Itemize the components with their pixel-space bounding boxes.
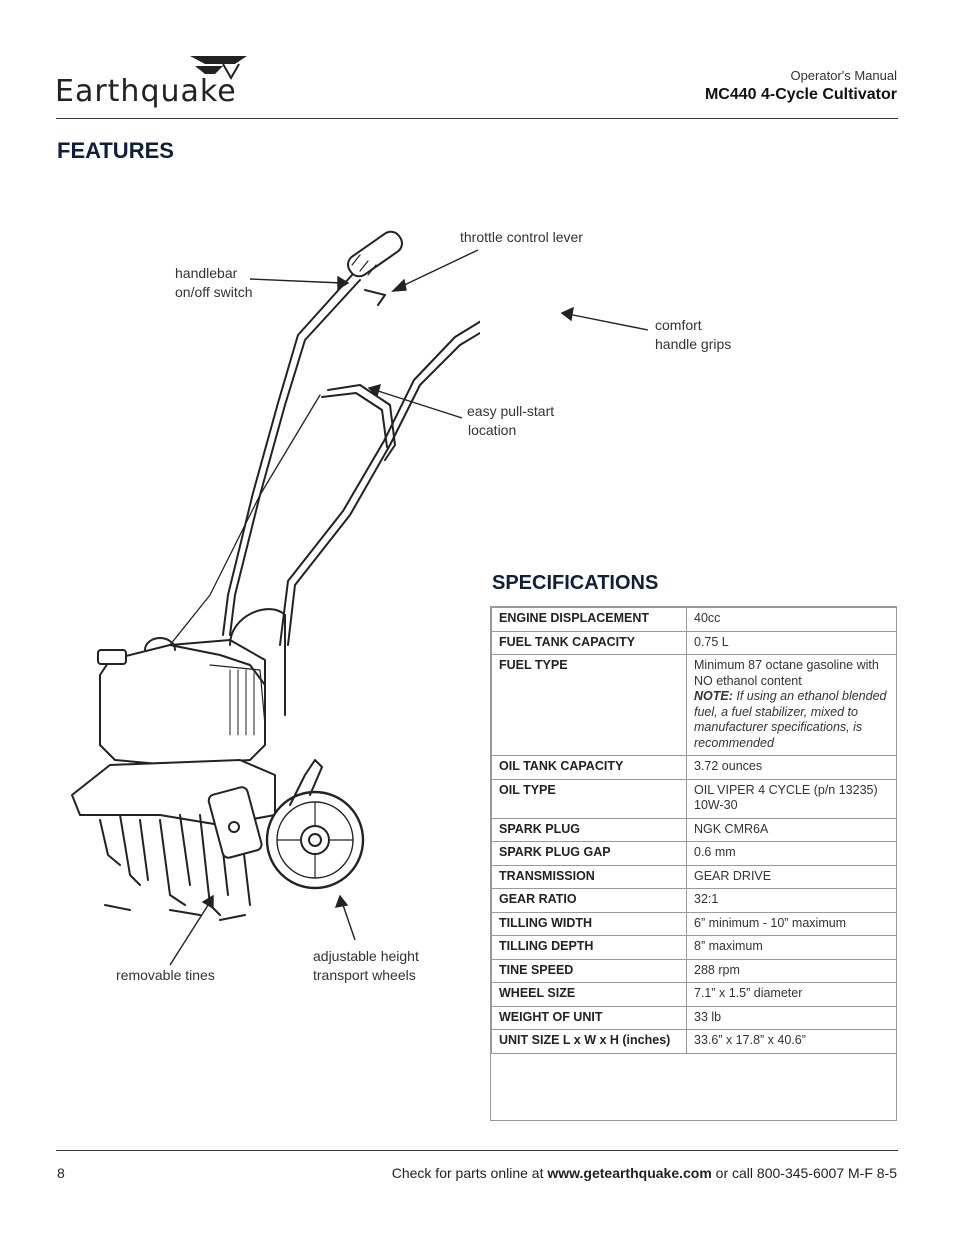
spec-value: Minimum 87 octane gasoline with NO ethan… <box>694 658 879 688</box>
callout-handlebar-line2: on/off switch <box>175 284 253 300</box>
spec-value-cell: 288 rpm <box>686 958 897 983</box>
spec-row: TILLING DEPTH 8” maximum <box>491 935 897 960</box>
features-heading: FEATURES <box>57 138 174 163</box>
callout-pullstart-line2: location <box>468 422 517 438</box>
spec-value-cell: 0.75 L <box>686 630 897 655</box>
spec-value: 32:1 <box>694 892 719 906</box>
spec-note-text: If using an ethanol blended fuel, a fuel… <box>694 689 887 750</box>
spec-value: NGK CMR6A <box>694 821 769 836</box>
spec-row: ENGINE DISPLACEMENT 40cc <box>491 607 897 632</box>
spec-label: FUEL TYPE <box>491 654 687 756</box>
spec-note: NOTE: If using an ethanol blended fuel, … <box>694 689 889 751</box>
spec-value-cell: NGK CMR6A <box>686 817 897 842</box>
spec-value-cell: 8” maximum <box>686 935 897 960</box>
callout-pullstart: easy pull-start location <box>467 402 554 440</box>
spec-row: TILLING WIDTH 6” minimum - 10” maximum <box>491 911 897 936</box>
spec-label: UNIT SIZE L x W x H (inches) <box>491 1029 687 1054</box>
spec-value-cell: OIL VIPER 4 CYCLE (p/n 13235)10W-30 <box>686 778 897 819</box>
spec-row: TRANSMISSION GEAR DRIVE <box>491 864 897 889</box>
page-number: 8 <box>57 1165 65 1181</box>
spec-value-cell: 32:1 <box>686 888 897 913</box>
spec-row: OIL TANK CAPACITY 3.72 ounces <box>491 755 897 780</box>
spec-label: WHEEL SIZE <box>491 982 687 1007</box>
spec-value-cell: 6” minimum - 10” maximum <box>686 911 897 936</box>
spec-value: GEAR DRIVE <box>694 868 772 883</box>
callout-handlebar-line1: handlebar <box>175 265 238 281</box>
footer-parts-info: Check for parts online at www.getearthqu… <box>392 1165 897 1181</box>
spec-row: GEAR RATIO 32:1 <box>491 888 897 913</box>
footer-parts-suffix: or call 800-345-6007 M-F 8-5 <box>711 1165 897 1181</box>
spec-label: TRANSMISSION <box>491 864 687 889</box>
spec-row: WHEEL SIZE 7.1” x 1.5” diameter <box>491 982 897 1007</box>
spec-value: 33 lb <box>694 1009 722 1024</box>
header-titles: Operator's Manual MC440 4-Cycle Cultivat… <box>705 68 897 104</box>
spec-value-cell: 33.6” x 17.8” x 40.6” <box>686 1029 897 1054</box>
footer-website-link[interactable]: www.getearthquake.com <box>547 1165 712 1181</box>
spec-label: TINE SPEED <box>491 958 687 983</box>
callout-wheels-line1: adjustable height <box>313 948 419 964</box>
spec-label: WEIGHT OF UNIT <box>491 1005 687 1030</box>
spec-value-cell: 33 lb <box>686 1005 897 1030</box>
spec-value-cell: GEAR DRIVE <box>686 864 897 889</box>
spec-value-cell: 40cc <box>686 607 897 632</box>
spec-value: 0.75 L <box>694 634 729 649</box>
brand-wordmark: Earthquake <box>55 74 237 109</box>
callout-throttle: throttle control lever <box>460 229 583 245</box>
callout-grips: comfort handle grips <box>655 316 731 354</box>
spec-label: ENGINE DISPLACEMENT <box>491 607 687 632</box>
callout-pullstart-line1: easy pull-start <box>467 403 555 419</box>
spec-label: SPARK PLUG <box>491 817 687 842</box>
manual-label: Operator's Manual <box>790 68 897 83</box>
footer-parts-prefix: Check for parts online at <box>391 1165 548 1181</box>
spec-label: FUEL TANK CAPACITY <box>491 630 687 655</box>
spec-value-secondary: 10W-30 <box>694 798 738 812</box>
spec-label: TILLING WIDTH <box>491 911 687 936</box>
spec-value: 8” maximum <box>694 939 763 953</box>
spec-label: OIL TANK CAPACITY <box>491 755 687 780</box>
spec-value-cell: 3.72 ounces <box>686 755 897 780</box>
specifications-heading: SPECIFICATIONS <box>492 572 659 594</box>
spec-row: TINE SPEED 288 rpm <box>491 958 897 983</box>
callout-tines: removable tines <box>116 967 215 983</box>
spec-row: FUEL TANK CAPACITY 0.75 L <box>491 630 897 655</box>
spec-note-label: NOTE: <box>694 689 733 703</box>
model-title: MC440 4-Cycle Cultivator <box>704 86 897 103</box>
spec-value-cell: 0.6 mm <box>686 841 897 866</box>
callout-handlebar: handlebar on/off switch <box>175 264 253 302</box>
cultivator-illustration <box>71 230 480 921</box>
spec-row: SPARK PLUG NGK CMR6A <box>491 817 897 842</box>
spec-value-cell: 7.1” x 1.5” diameter <box>686 982 897 1007</box>
spec-value: 40cc <box>694 611 721 625</box>
spec-label: TILLING DEPTH <box>491 935 687 960</box>
spec-row: UNIT SIZE L x W x H (inches) 33.6” x 17.8… <box>491 1029 897 1054</box>
spec-value: OIL VIPER 4 CYCLE (p/n 13235) <box>694 782 878 797</box>
spec-value: 3.72 ounces <box>694 759 763 773</box>
spec-value: 288 rpm <box>694 962 740 977</box>
footer-divider <box>56 1150 898 1151</box>
brand-logo: Earthquake <box>55 52 280 112</box>
spec-row: SPARK PLUG GAP 0.6 mm <box>491 841 897 866</box>
spec-label: SPARK PLUG GAP <box>491 841 687 866</box>
logo-swoosh-icon <box>190 56 247 80</box>
callout-wheels-line2: transport wheels <box>313 967 416 983</box>
spec-value: 33.6” x 17.8” x 40.6” <box>694 1033 806 1047</box>
callout-wheels: adjustable height transport wheels <box>313 947 419 985</box>
spec-value: 7.1” x 1.5” diameter <box>694 986 803 1000</box>
callout-grips-line2: handle grips <box>655 336 732 352</box>
spec-value: 6” minimum - 10” maximum <box>694 915 847 930</box>
callout-grips-line1: comfort <box>655 317 702 333</box>
header-divider <box>56 118 898 119</box>
spec-value-cell: Minimum 87 octane gasoline with NO ethan… <box>686 654 897 756</box>
spec-row: WEIGHT OF UNIT 33 lb <box>491 1005 897 1030</box>
spec-value: 0.6 mm <box>694 845 736 859</box>
spec-label: OIL TYPE <box>491 778 687 819</box>
spec-label: GEAR RATIO <box>491 888 687 913</box>
spec-table-frame <box>490 606 897 1121</box>
